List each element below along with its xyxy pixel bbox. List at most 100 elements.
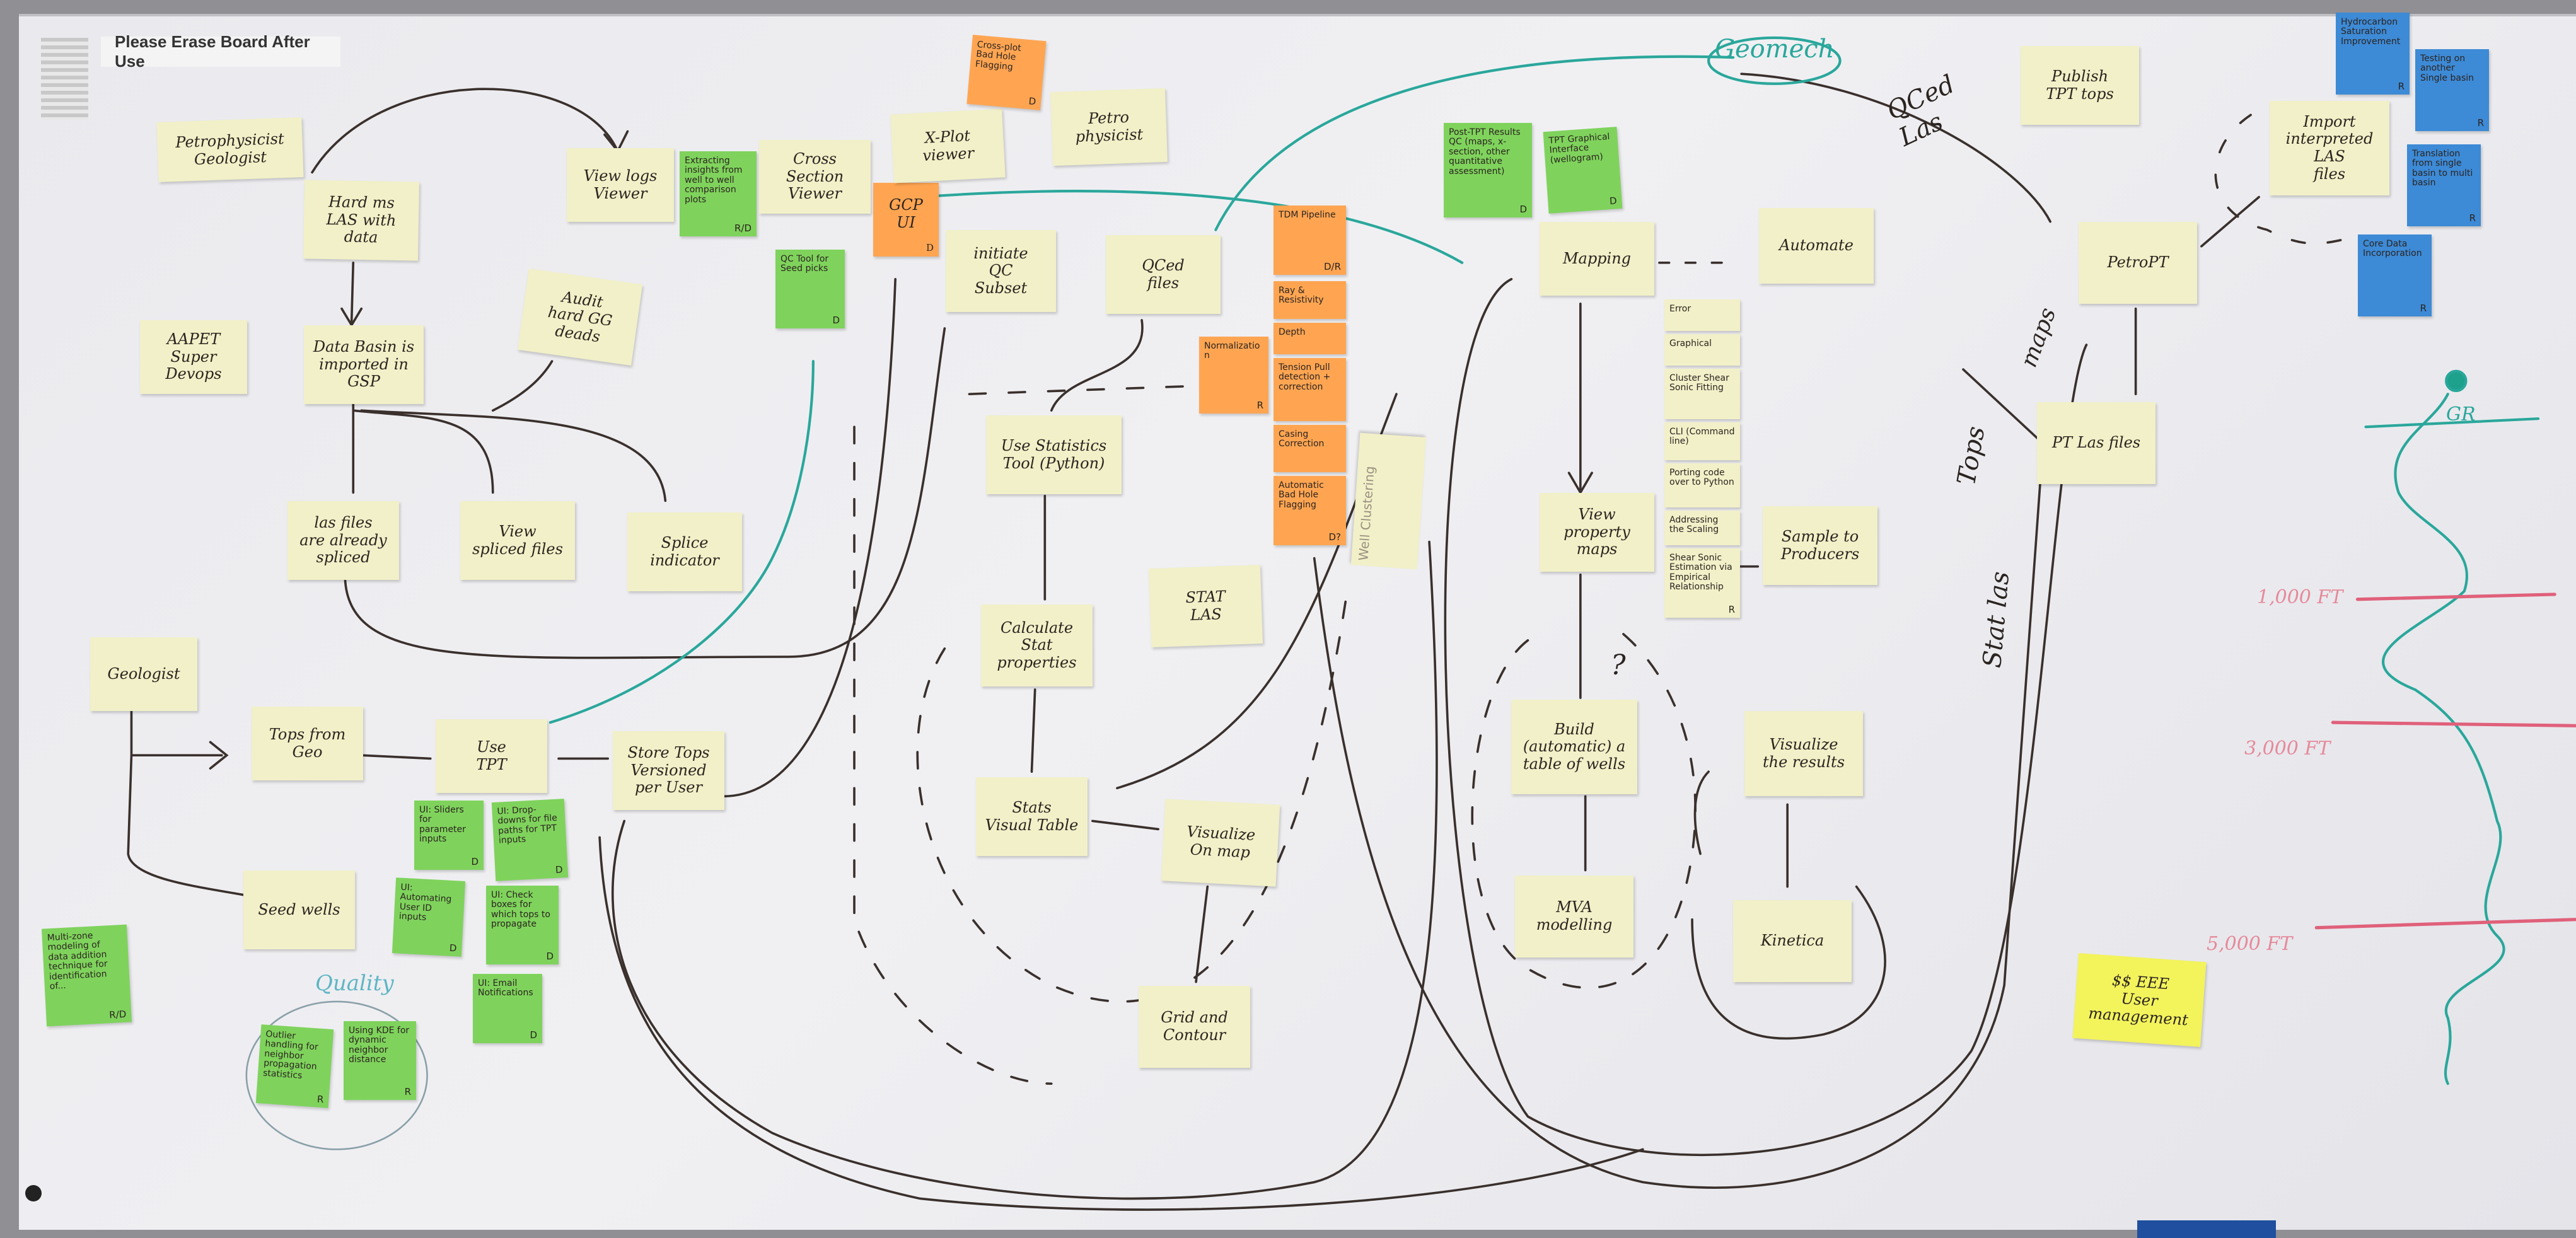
sticky-note-text: Stats Visual Table — [985, 798, 1079, 834]
sticky-note[interactable]: Tension Pull detection + correction — [1273, 358, 1346, 421]
sticky-note-text: Build (automatic) a table of wells — [1523, 720, 1626, 773]
sticky-note[interactable]: Build (automatic) a table of wells — [1511, 700, 1637, 794]
sticky-note[interactable]: Translation from single basin to multi b… — [2407, 144, 2481, 226]
sticky-note[interactable]: X-Plot viewer — [890, 108, 1006, 183]
sticky-note[interactable]: UI: Drop-downs for file paths for TPT in… — [491, 799, 569, 881]
sticky-note[interactable]: Mapping — [1540, 222, 1654, 296]
sticky-note[interactable]: TPT Graphical Interface (wellogram) D — [1543, 127, 1623, 214]
sticky-note[interactable]: AAPET Super Devops — [140, 320, 247, 394]
sticky-note[interactable]: PetroPT — [2079, 222, 2197, 304]
sticky-note[interactable]: Visualize the results — [1744, 711, 1863, 796]
sticky-note-text: UI: Email Notifications — [478, 978, 533, 998]
sticky-note[interactable]: UI: Check boxes for which tops to propag… — [486, 886, 559, 964]
label-1000-ft: 1,000 FT — [2257, 586, 2343, 608]
sticky-note[interactable]: Data Basin is imported in GSP — [304, 325, 424, 404]
sticky-note[interactable]: Grid and Contour — [1139, 986, 1250, 1068]
sticky-note[interactable]: View spliced files — [460, 501, 575, 580]
sticky-note[interactable]: Kinetica — [1733, 900, 1852, 982]
sticky-note-text: Use TPT — [476, 738, 507, 773]
sticky-note[interactable]: Ray & Resistivity — [1273, 281, 1346, 319]
sticky-note[interactable]: Use TPT — [436, 719, 547, 793]
sticky-note[interactable]: Geologist — [90, 637, 197, 711]
sticky-note[interactable]: MVA modelling — [1515, 876, 1633, 957]
sticky-note-tag: D — [530, 1029, 537, 1041]
sticky-note[interactable]: Hard ms LAS with data — [303, 180, 420, 261]
label-gr: GR — [2446, 403, 2476, 425]
sticky-note-tag: D — [1609, 194, 1618, 207]
sticky-note[interactable]: Cluster Shear Sonic Fitting — [1664, 369, 1740, 419]
sticky-note[interactable]: initiate QC Subset — [946, 230, 1056, 312]
sticky-note[interactable]: Store Tops Versioned per User — [613, 731, 724, 810]
sticky-note[interactable]: Stats Visual Table — [976, 777, 1088, 856]
sticky-note[interactable]: Porting code over to Python — [1664, 463, 1740, 507]
label-geomech: Geomech — [1715, 35, 1835, 64]
sticky-note-text: Automate — [1779, 236, 1854, 255]
sticky-note[interactable]: Casing Correction — [1273, 425, 1346, 472]
sticky-note[interactable]: Tops from Geo — [252, 707, 363, 780]
sticky-note[interactable]: View logs Viewer — [567, 148, 674, 222]
sticky-note[interactable]: Audit hard GG deads — [517, 268, 643, 366]
sticky-note[interactable]: Error — [1664, 299, 1740, 331]
sticky-note-text: Kinetica — [1760, 932, 1825, 950]
sticky-note-text: Testing on another Single basin — [2420, 54, 2474, 83]
label-5000-ft: 5,000 FT — [2207, 933, 2293, 955]
sticky-note[interactable]: Automate — [1759, 208, 1874, 284]
sticky-note-text: Casing Correction — [1279, 429, 1325, 449]
sticky-note[interactable]: Well Clustering — [1350, 432, 1427, 570]
sticky-note[interactable]: Petrophysicist Geologist — [156, 117, 304, 182]
sticky-note-text: Splice indicator — [650, 533, 719, 569]
sticky-note-tag: D — [546, 950, 554, 962]
sticky-note[interactable]: Import interpreted LAS files — [2270, 101, 2389, 195]
sticky-note[interactable]: Depth — [1273, 323, 1346, 354]
label-quality: Quality — [315, 971, 394, 996]
sticky-note-text: Addressing the Scaling — [1669, 515, 1719, 535]
sticky-note[interactable]: Addressing the Scaling — [1664, 511, 1740, 545]
sticky-note[interactable]: Seed wells — [243, 871, 355, 949]
sticky-note-text: Store Tops Versioned per User — [627, 744, 710, 797]
sticky-note[interactable]: Calculate Stat properties — [981, 605, 1093, 686]
sticky-note-text: Mapping — [1562, 249, 1632, 267]
sticky-note[interactable]: CLI (Command line) — [1664, 422, 1740, 460]
sticky-note[interactable]: STAT LAS — [1148, 564, 1263, 648]
sticky-note[interactable]: Shear Sonic Estimation via Empirical Rel… — [1664, 548, 1740, 618]
sticky-note-text: Import interpreted LAS files — [2285, 112, 2374, 183]
sticky-note[interactable]: las files are already spliced — [287, 501, 399, 580]
sticky-note[interactable]: Outlier handling for neighbor propagatio… — [255, 1024, 334, 1108]
sticky-note[interactable]: Multi-zone modeling of data addition tec… — [42, 924, 132, 1027]
sticky-note[interactable]: Extracting insights from well to well co… — [680, 151, 757, 236]
sticky-note[interactable]: Visualize On map — [1161, 799, 1280, 887]
sticky-note[interactable]: Post-TPT Results QC (maps, x-section, ot… — [1444, 123, 1532, 217]
sticky-note-text: Geologist — [107, 664, 180, 683]
sticky-note-text: Outlier handling for neighbor propagatio… — [262, 1029, 319, 1081]
sticky-note[interactable]: Splice indicator — [627, 512, 742, 591]
sticky-note-text: Error — [1669, 304, 1691, 314]
sticky-note-text: STAT LAS — [1185, 587, 1226, 624]
sticky-note[interactable]: Sample to Producers — [1763, 506, 1877, 585]
sticky-note[interactable]: Graphical — [1664, 334, 1740, 366]
sticky-note-tag: D — [832, 314, 840, 326]
sticky-note[interactable]: Cross Section Viewer — [759, 140, 871, 214]
sticky-note[interactable]: QCed files — [1106, 235, 1221, 314]
sticky-note[interactable]: PT Las files — [2037, 402, 2155, 484]
sticky-note[interactable]: Use Statistics Tool (Python) — [986, 415, 1122, 494]
sticky-note-text: MVA modelling — [1536, 898, 1613, 934]
sticky-note[interactable]: $$ EEE User management — [2072, 953, 2207, 1047]
sticky-note-text: PT Las files — [2051, 434, 2141, 452]
sticky-note[interactable]: Petro physicist — [1050, 88, 1168, 166]
sticky-note[interactable]: View property maps — [1540, 493, 1654, 572]
sticky-note-text: TPT Graphical Interface (wellogram) — [1548, 131, 1610, 166]
sticky-note[interactable]: Publish TPT tops — [2021, 46, 2139, 125]
